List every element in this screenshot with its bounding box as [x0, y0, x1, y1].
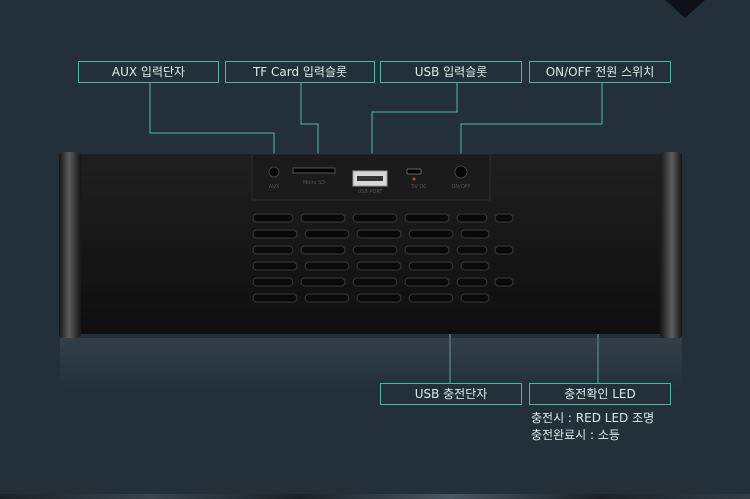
svg-text:Micro SD: Micro SD — [303, 180, 325, 186]
power-switch-label: ON/OFF 전원 스위치 — [529, 61, 671, 83]
charging-note: 충전시 : RED LED 조명 — [531, 411, 655, 425]
bottom-image-strip — [0, 494, 750, 499]
usb-charge-port-label: USB 충전단자 — [380, 383, 522, 405]
svg-text:USB PORT: USB PORT — [358, 189, 384, 195]
tf-card-slot-label: TF Card 입력슬롯 — [225, 61, 375, 83]
charged-note: 충전완료시 : 소등 — [531, 428, 620, 442]
svg-text:ON/OFF: ON/OFF — [451, 184, 470, 190]
device-reflection — [60, 338, 682, 388]
top-notch — [665, 0, 705, 18]
usb-input-slot-label: USB 입력슬롯 — [380, 61, 522, 83]
aux-port-label: AUX 입력단자 — [78, 61, 219, 83]
svg-text:5V DC: 5V DC — [411, 184, 427, 190]
speaker-device-image: AUX Micro SD USB PORT 5V DC ON/OFF — [59, 152, 682, 338]
charge-led-label: 충전확인 LED — [529, 383, 671, 405]
svg-text:AUX: AUX — [269, 184, 280, 190]
